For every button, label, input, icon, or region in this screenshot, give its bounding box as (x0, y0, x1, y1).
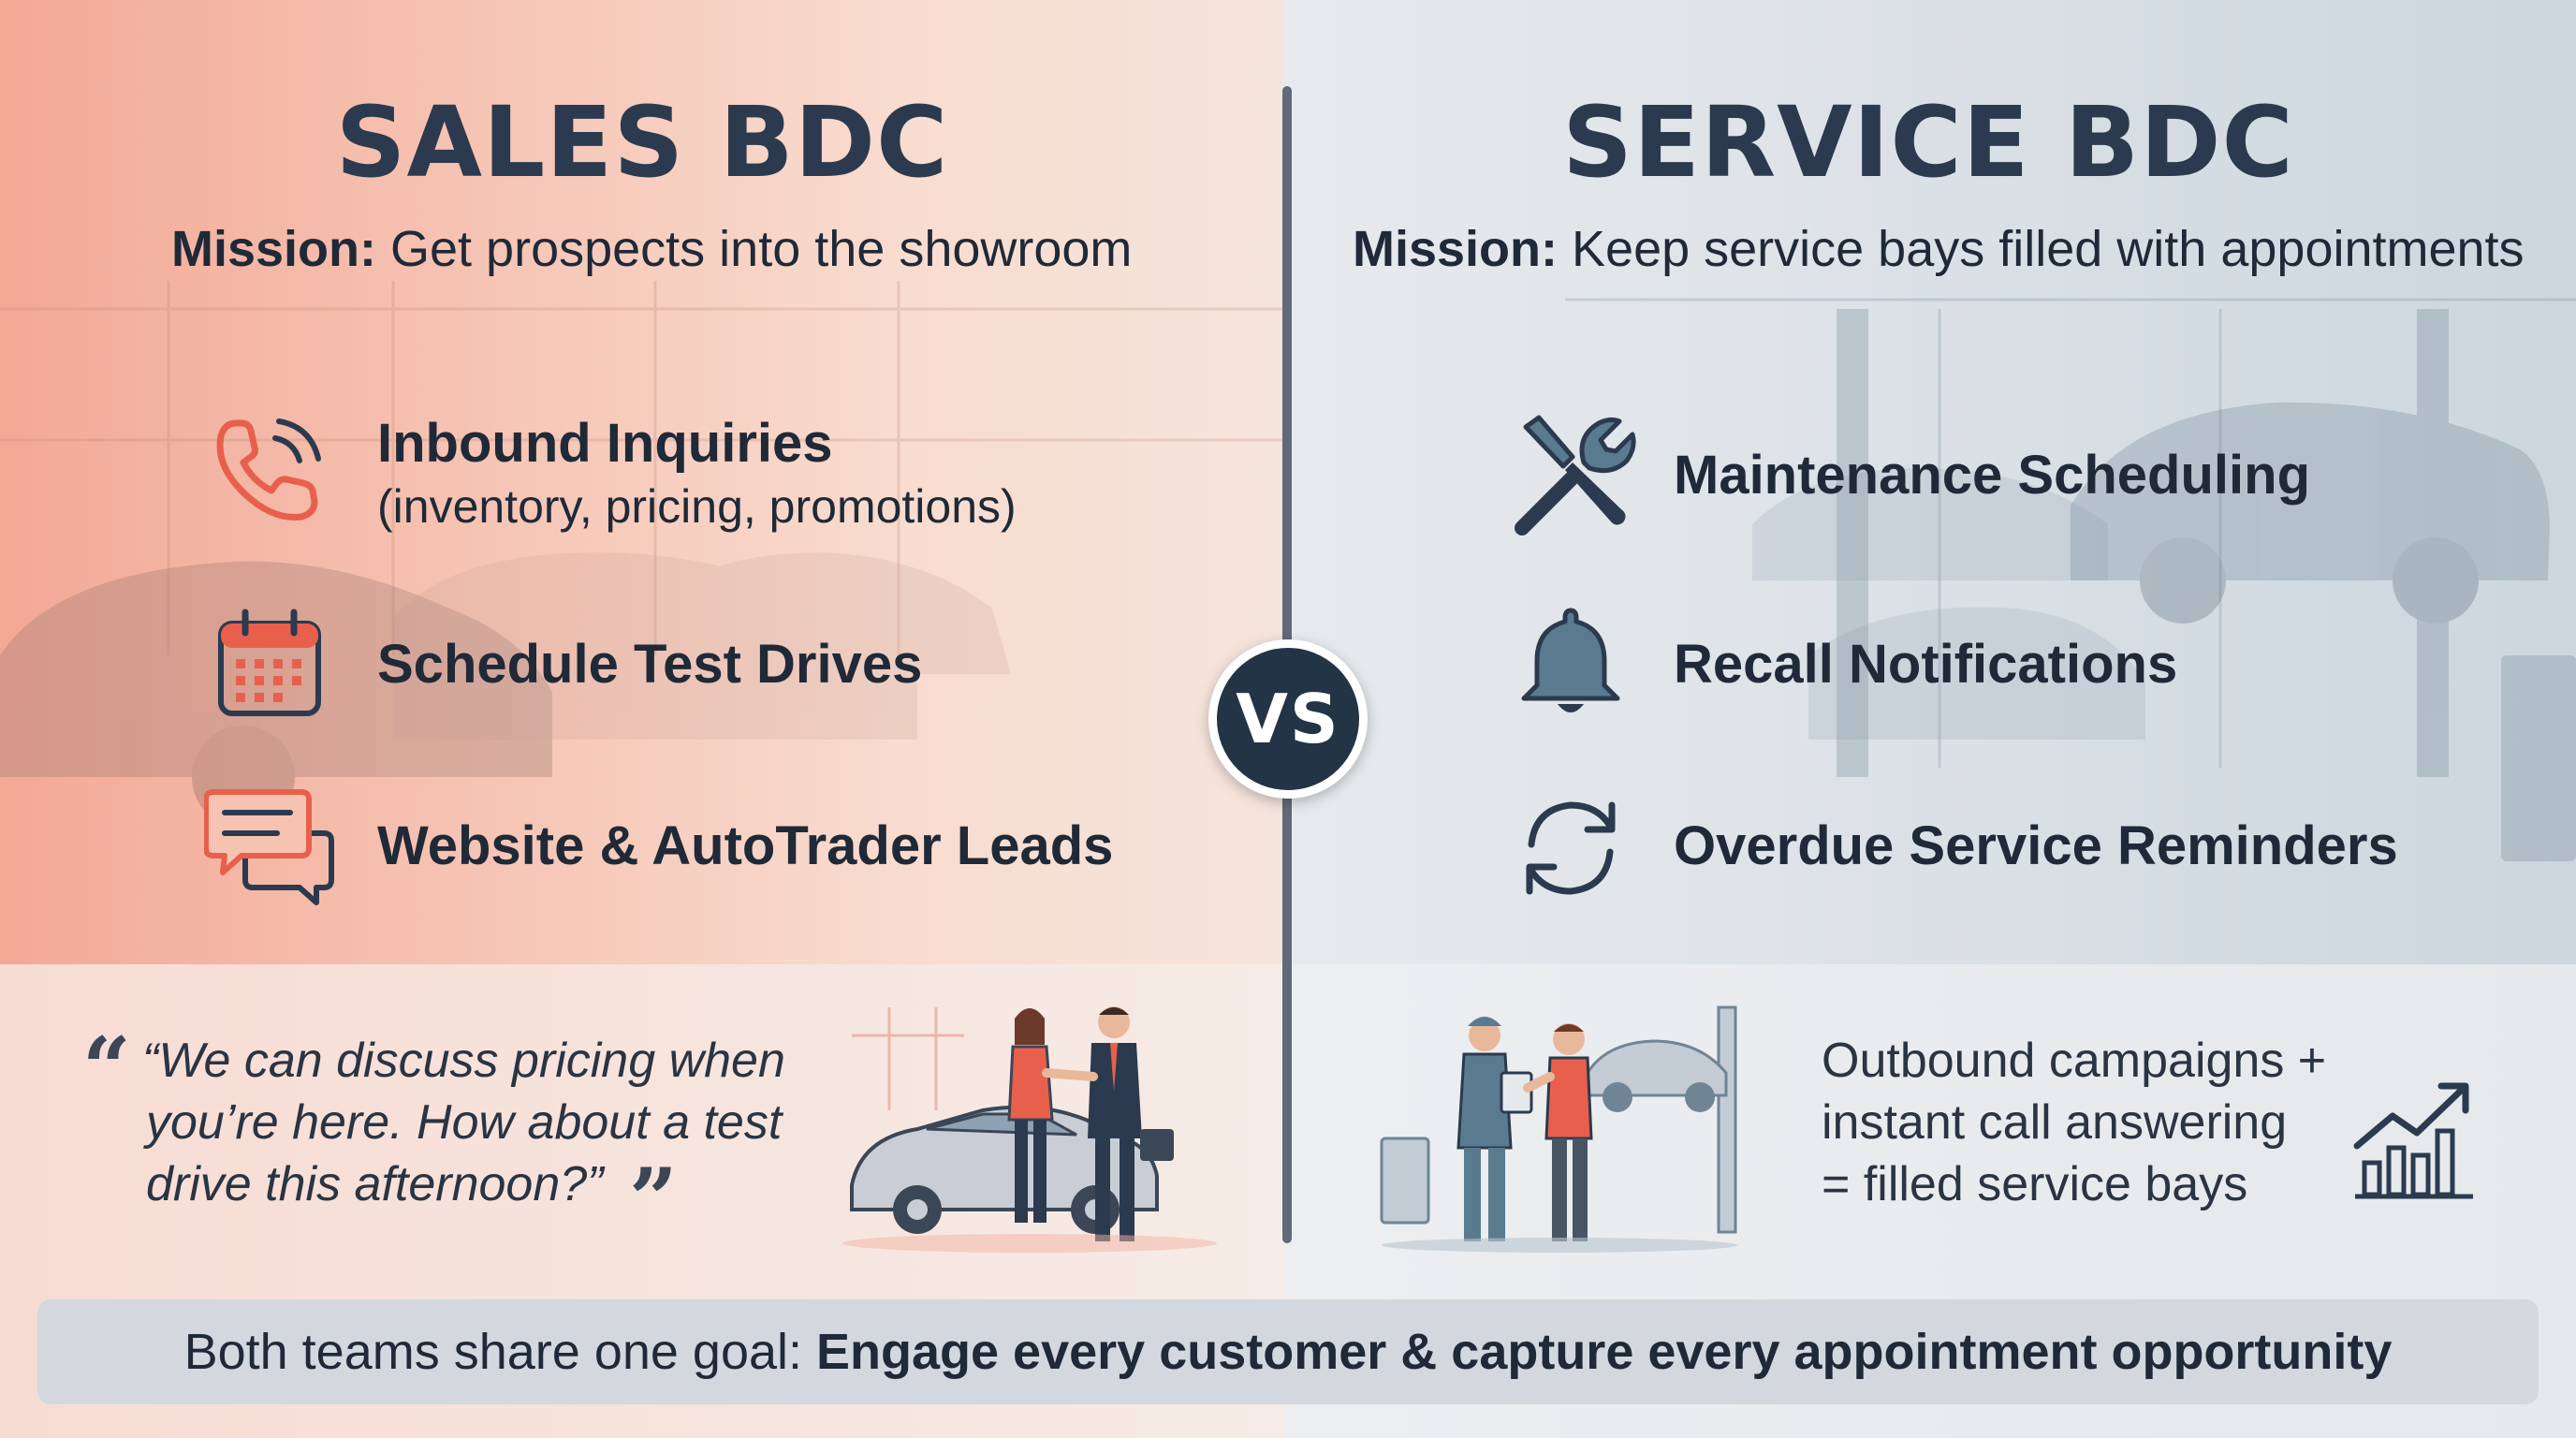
quote-line: “We can discuss pricing when (142, 1034, 785, 1088)
service-panel: Maintenance Scheduling Recall Notificati… (1284, 0, 2576, 964)
bell-icon (1521, 608, 1620, 712)
sales-item-label: Website & AutoTrader Leads (377, 815, 1114, 876)
sales-mission-text: Get prospects into the showroom (376, 221, 1133, 277)
outbound-line: Outbound campaigns + (1822, 1034, 2327, 1088)
refresh-icon (1526, 801, 1616, 895)
calendar-icon (218, 609, 321, 716)
quote-line: you’re here. How about a test (146, 1095, 783, 1150)
vs-badge: VS (1208, 639, 1368, 799)
shared-goal-prefix: Both teams share one goal: (183, 1324, 817, 1380)
service-item-label: Overdue Service Reminders (1674, 815, 2398, 876)
service-item-label: Recall Notifications (1674, 634, 2178, 695)
mechanic-customer-illustration (1380, 1005, 1737, 1253)
quote-line: drive this afternoon?” (146, 1157, 604, 1211)
service-mission-label: Mission: (1353, 221, 1559, 277)
close-quote-icon: ” (629, 1150, 678, 1249)
sales-item-sublabel: (inventory, pricing, promotions) (377, 480, 1017, 533)
service-mission-text: Keep service bays filled with appointmen… (1558, 221, 2525, 277)
sales-mission-label: Mission: (171, 221, 377, 277)
sales-panel: Inbound Inquiries (inventory, pricing, p… (0, 0, 1284, 964)
shared-goal-text: Both teams share one goal: Engage every … (184, 1323, 2393, 1381)
service-mission: Mission: Keep service bays filled with a… (1353, 219, 2525, 280)
shared-goal-banner: Both teams share one goal: Engage every … (37, 1299, 2539, 1404)
wrench-screwdriver-icon (1515, 415, 1636, 536)
service-outbound-text: Outbound campaigns + instant call answer… (1822, 1030, 2402, 1215)
growth-chart-icon (2353, 1082, 2473, 1199)
showroom-background (0, 281, 1284, 829)
service-item-label: Maintenance Scheduling (1674, 445, 2310, 506)
handshake-car-illustration (842, 1006, 1217, 1253)
vs-label: VS (1236, 680, 1340, 758)
phone-icon (216, 418, 321, 521)
service-title: SERVICE BDC (1562, 85, 2294, 199)
outbound-line: instant call answering (1822, 1095, 2288, 1150)
shared-goal-emphasis: Engage every customer & capture every ap… (816, 1324, 2393, 1380)
sales-item-label: Schedule Test Drives (377, 634, 923, 695)
chat-bubbles-icon (204, 789, 334, 905)
sales-mission: Mission: Get prospects into the showroom (171, 219, 1132, 280)
sales-item-label: Inbound Inquiries (377, 413, 833, 474)
outbound-line: = filled service bays (1822, 1157, 2248, 1211)
sales-title: SALES BDC (335, 85, 949, 199)
open-quote-icon: “ (82, 1019, 131, 1118)
service-garage-background (1565, 298, 2576, 861)
sales-quote: “We can discuss pricing when you’re here… (142, 1030, 835, 1215)
